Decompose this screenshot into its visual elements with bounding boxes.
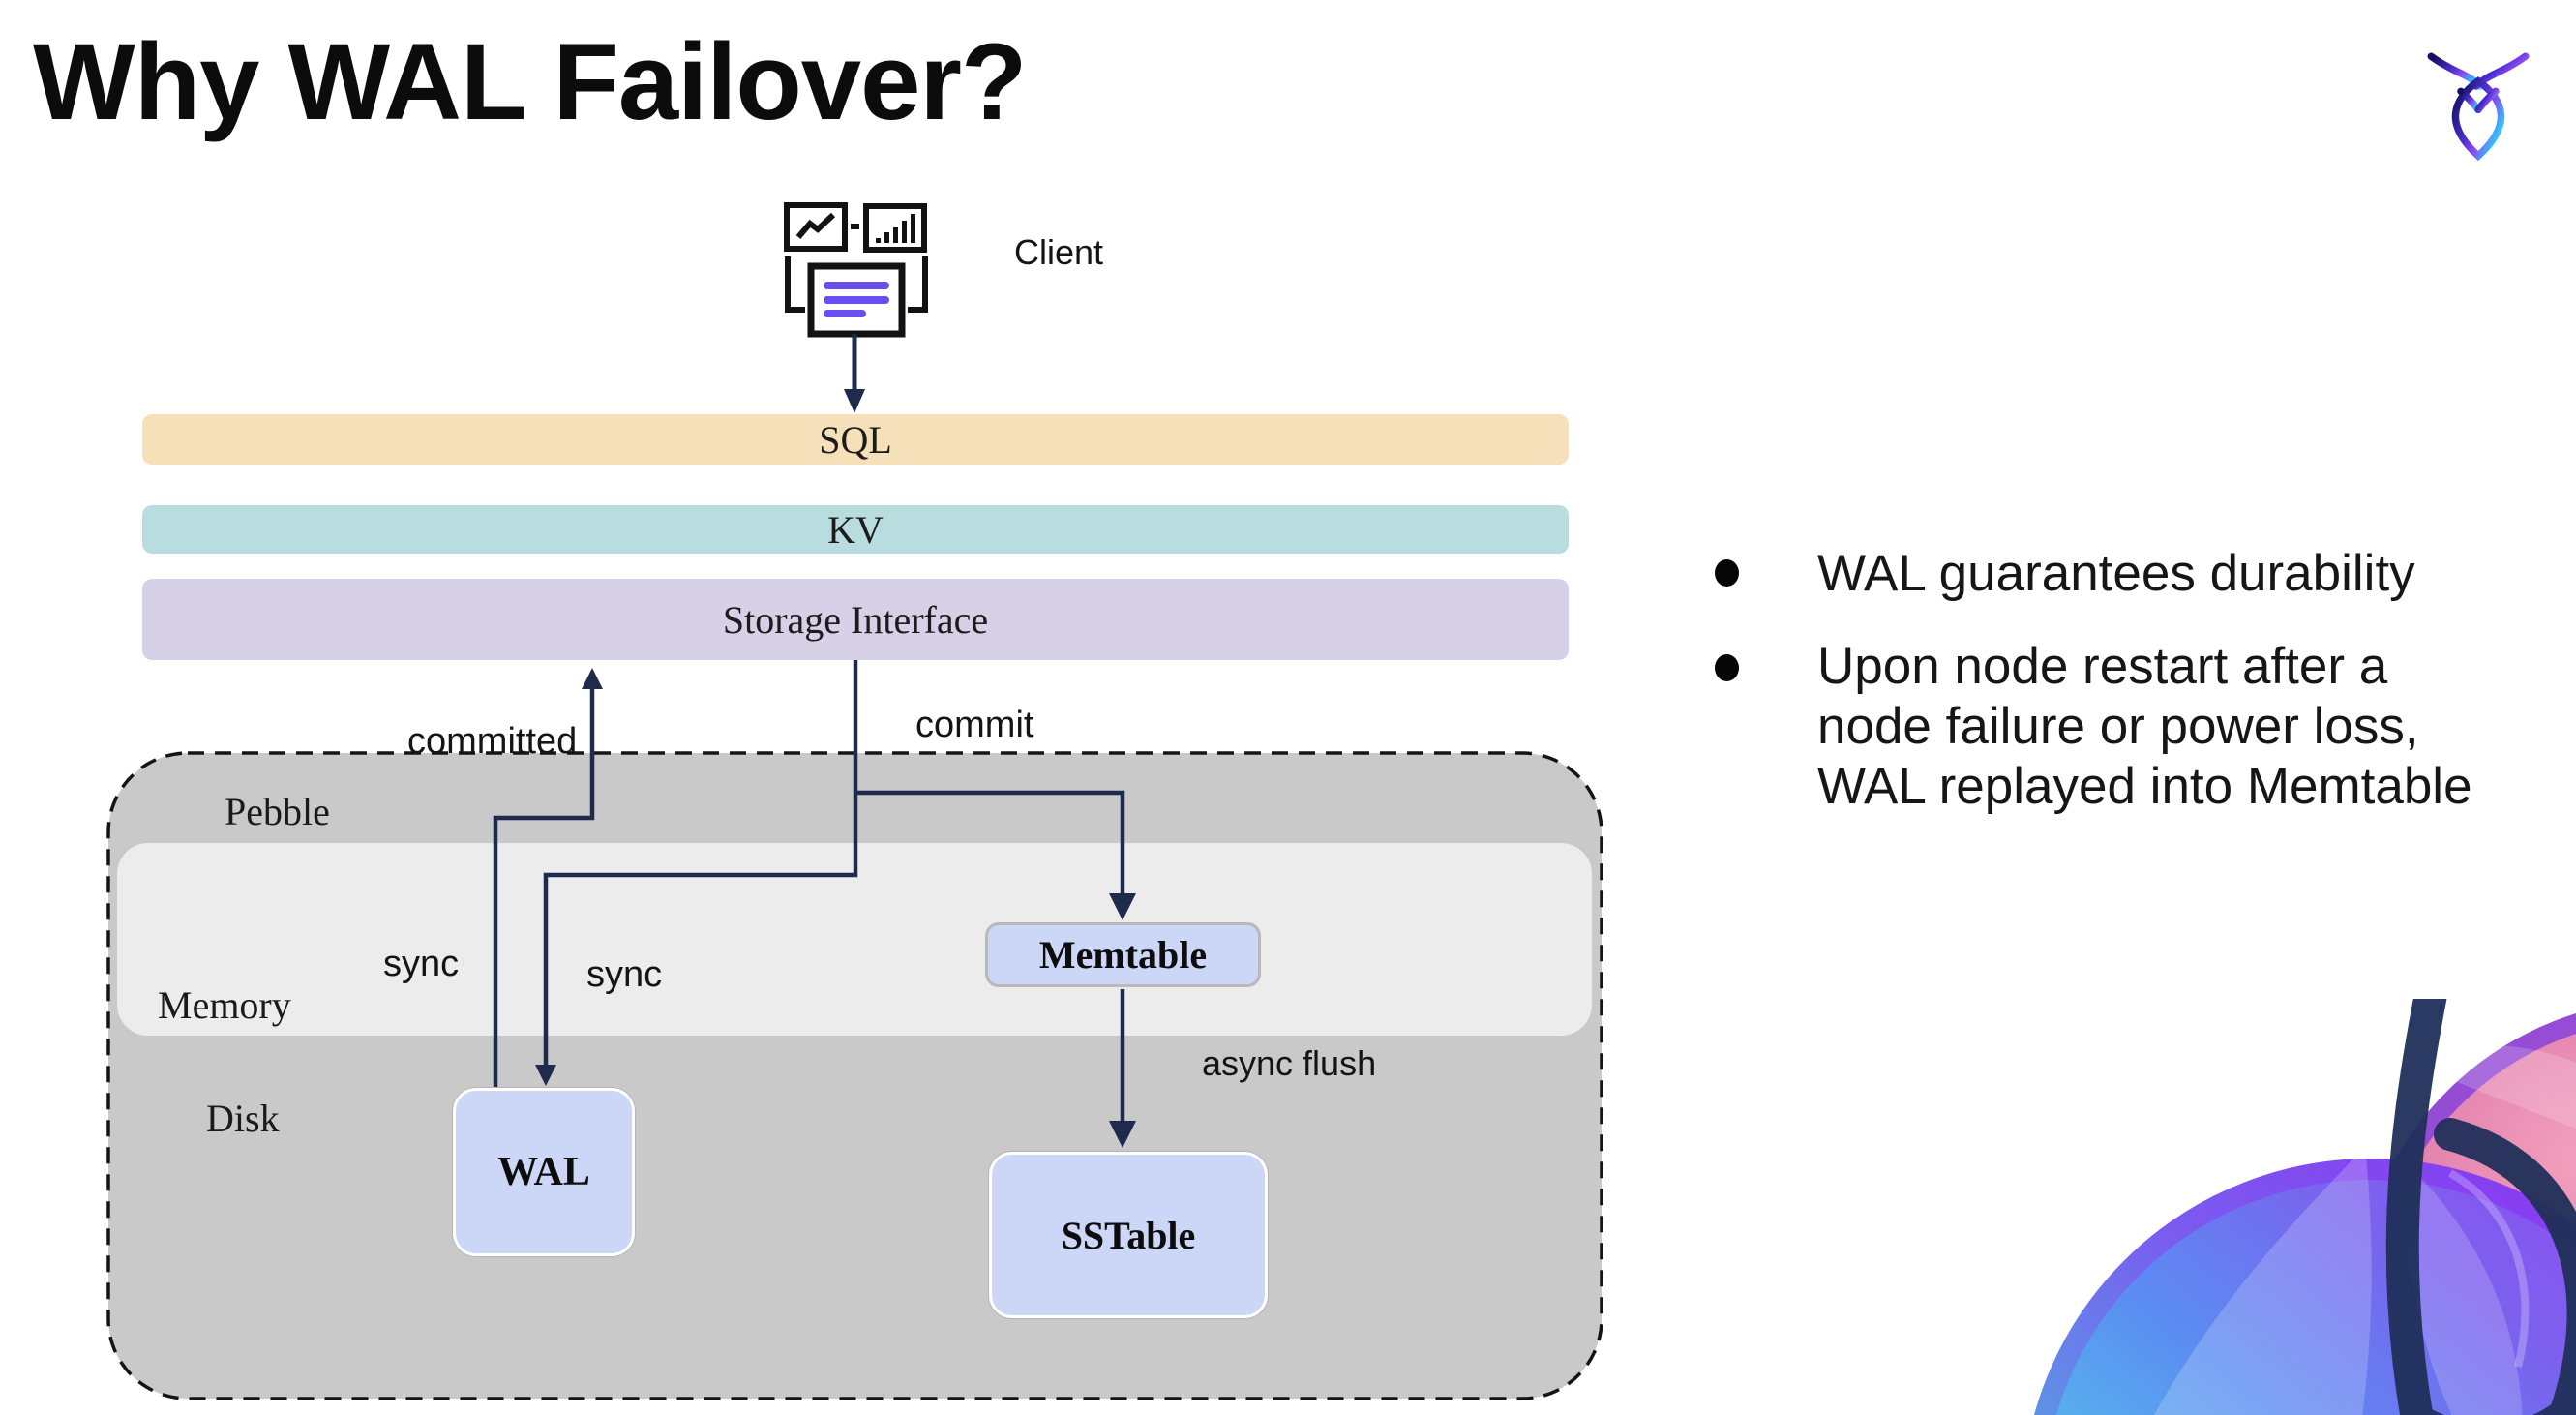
bullet-2-line: WAL replayed into Memtable: [1817, 758, 2472, 815]
sstable-label: SSTable: [1061, 1213, 1196, 1257]
line-chart-glyph-icon: [795, 212, 836, 239]
client-workstation-icon: [784, 202, 928, 413]
layer-storage-interface: Storage Interface: [142, 579, 1569, 660]
commit-sync-line: [543, 660, 858, 1065]
logo-arm-right: [2474, 87, 2500, 114]
layer-sql: SQL: [142, 414, 1569, 465]
pebble-label: Pebble: [225, 790, 330, 833]
sync-left-label: sync: [383, 944, 460, 984]
bullet-2-line: node failure or power loss,: [1817, 698, 2419, 755]
art-roach-glyph: [2385, 999, 2576, 1415]
bullet-item-2: Upon node restart after a node failure o…: [1817, 637, 2472, 817]
art-blue-sphere: [2034, 1159, 2576, 1415]
memtable-label: Memtable: [1038, 933, 1208, 977]
connector-lines: [493, 660, 1125, 1121]
bullet-2-line: Upon node restart after a: [1817, 638, 2388, 695]
bar-chart-glyph-icon: [876, 214, 915, 243]
disk-label: Disk: [206, 1097, 280, 1140]
memtable-node: Memtable: [985, 922, 1261, 987]
wal-node: WAL: [453, 1088, 635, 1256]
committed-line: [493, 689, 595, 1088]
sstable-arrowhead: [1109, 1121, 1136, 1148]
connector-dash-icon: [851, 224, 859, 229]
sstable-node: SSTable: [989, 1152, 1268, 1318]
cockroachdb-logo: [2427, 52, 2530, 162]
layer-kv-label: KV: [827, 507, 884, 552]
committed-label: committed: [407, 721, 578, 762]
async-flush-label: async flush: [1202, 1043, 1377, 1083]
sync-right-label: sync: [586, 954, 663, 995]
wal-label: WAL: [497, 1150, 590, 1194]
bullet-dot-icon: [1715, 654, 1739, 681]
bullet-1-line: WAL guarantees durability: [1817, 545, 2415, 602]
bracket-right-icon: [908, 256, 928, 313]
bullet-dot-icon: [1715, 559, 1739, 587]
layer-sql-label: SQL: [819, 417, 892, 462]
client-arrowhead: [844, 389, 865, 413]
layer-storage-label: Storage Interface: [722, 597, 989, 642]
client-label: Client: [1014, 232, 1104, 272]
bracket-left-icon: [785, 256, 805, 313]
art-vein: [2448, 1169, 2530, 1368]
bullet-item-1: WAL guarantees durability: [1817, 542, 2415, 606]
cockroachdb-brand-artwork: [2034, 999, 2576, 1415]
memtable-arrowhead: [1109, 893, 1136, 920]
sync-arrowhead: [535, 1065, 556, 1086]
art-petal-left: [2154, 1146, 2372, 1415]
page-title: Why WAL Failover?: [33, 21, 1027, 142]
committed-arrowhead: [582, 668, 603, 689]
art-pink-sheen: [2402, 1044, 2576, 1129]
art-petal-right: [2402, 1159, 2523, 1415]
commit-memtable-line: [855, 790, 1125, 893]
document-text-lines-icon: [824, 282, 889, 317]
memory-band: [117, 843, 1592, 1036]
layer-kv: KV: [142, 505, 1569, 554]
arrowheads: [535, 668, 1136, 1148]
memory-label: Memory: [158, 983, 291, 1027]
commit-label: commit: [915, 705, 1034, 745]
